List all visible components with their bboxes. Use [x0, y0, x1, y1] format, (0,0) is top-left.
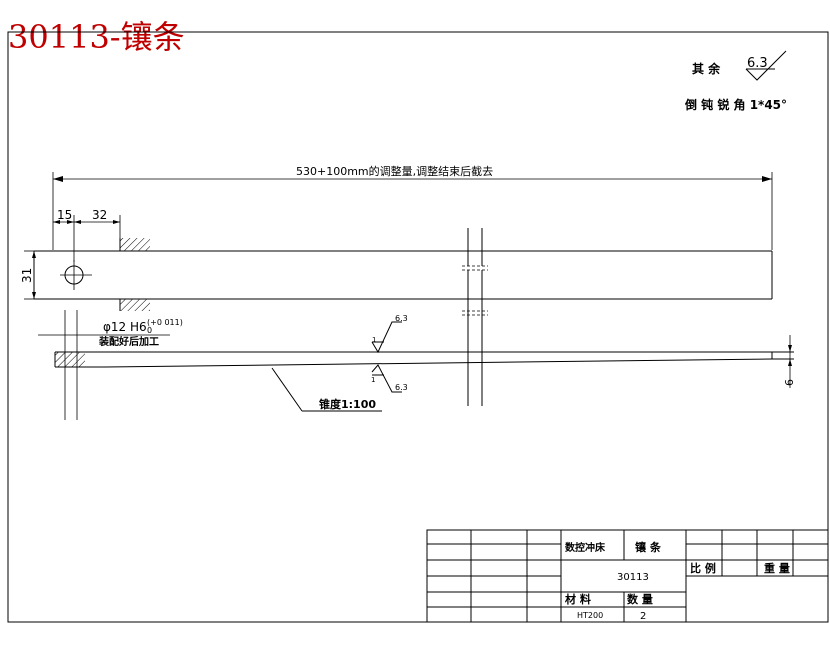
taper-label: 锥度1:100	[319, 397, 376, 411]
title-block-part-name: 镶 条	[635, 540, 662, 554]
hole-tolerance-lower: 0	[147, 326, 152, 335]
surface-small-bottom: 1	[371, 376, 375, 384]
dim-15-label: 15	[57, 208, 72, 222]
width-dimension	[24, 250, 40, 300]
surface-value-bottom: 6.3	[395, 383, 408, 392]
page-title: 30113-镶条	[8, 18, 185, 56]
title-block-machine: 数控冲床	[565, 541, 606, 554]
surface-symbol-top	[371, 321, 402, 354]
hatch-bottom	[120, 299, 150, 311]
overall-length-dimension	[52, 172, 773, 250]
title-block-material-label: 材 料	[565, 592, 591, 606]
chamfer-note: 倒 钝 锐 角 1*45°	[684, 97, 787, 112]
hole-tolerance: (+0 011)	[147, 318, 183, 327]
dim-6-label: 6	[783, 379, 796, 386]
roughness-symbol	[745, 50, 787, 81]
roughness-value: 6.3	[747, 56, 768, 71]
hole-position-dimension	[53, 215, 121, 262]
title-block-weight-label: 重 量	[764, 561, 790, 575]
surface-symbol-bottom	[371, 364, 402, 393]
surface-value-top: 6.3	[395, 314, 408, 323]
dim-31-label: 31	[20, 268, 34, 283]
title-block-quantity-label: 数 量	[627, 592, 653, 606]
thickness-dimension	[788, 335, 792, 388]
dim-32-label: 32	[92, 208, 107, 222]
taper-leader	[271, 367, 382, 412]
title-block-quantity: 2	[640, 611, 646, 622]
plan-view	[33, 250, 773, 300]
break-lines	[462, 228, 488, 406]
title-block-drawing-no: 30113	[617, 572, 649, 583]
roughness-prefix: 其 余	[692, 61, 721, 76]
hatch-top	[120, 238, 150, 251]
side-view	[54, 310, 794, 420]
title-block	[426, 529, 829, 623]
surface-small-top: 1	[372, 336, 376, 344]
hole-note: 装配好后加工	[98, 335, 159, 348]
overall-length-label: 530+100mm的调整量,调整结束后截去	[296, 164, 493, 178]
title-block-material: HT200	[577, 611, 603, 620]
drawing-border	[7, 31, 829, 623]
hole-spec: φ12 H6	[103, 320, 147, 334]
title-block-scale-label: 比 例	[690, 561, 716, 575]
